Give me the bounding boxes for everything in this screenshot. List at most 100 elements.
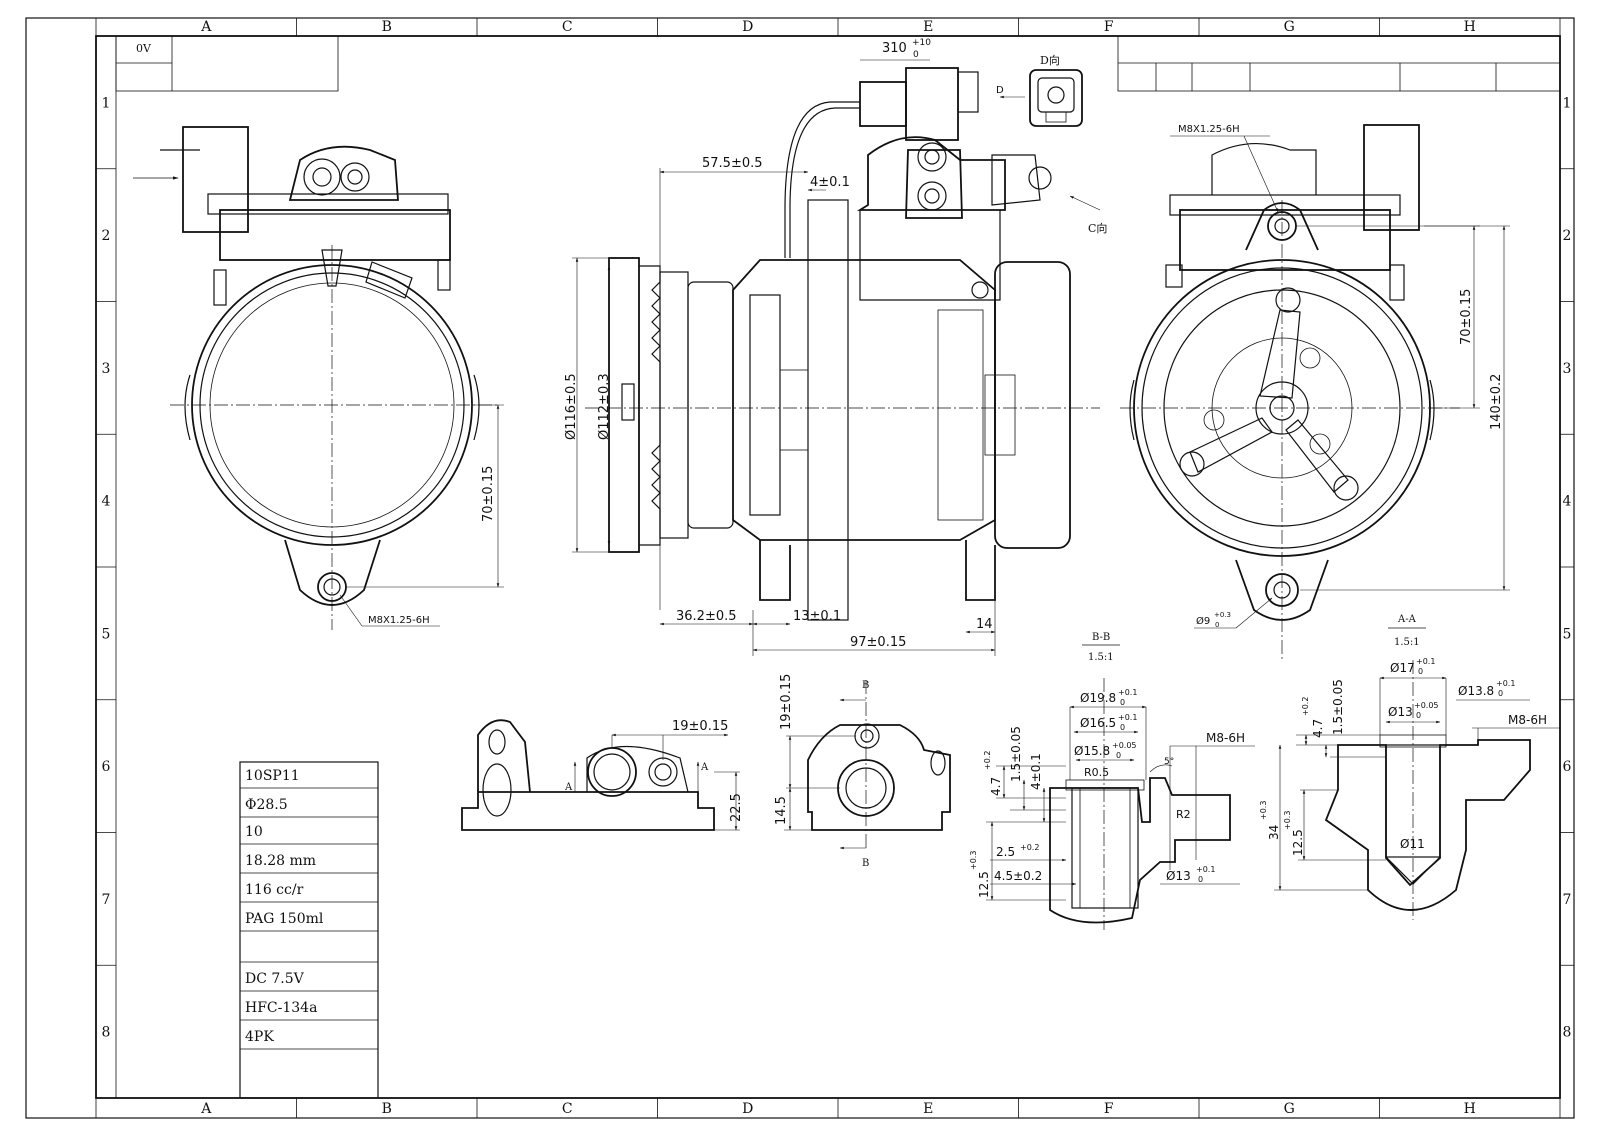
- drawing-frame: [25, 17, 1575, 1119]
- left-zone-label: 2: [102, 228, 111, 244]
- cut-b-bottom: B: [862, 858, 869, 869]
- aa-dia-11: Ø11: [1400, 837, 1425, 851]
- cut-b-top: B: [862, 680, 869, 691]
- aa-v-12-5: 12.5: [1291, 829, 1305, 856]
- aa-v-34-tol: +0.3: [1259, 801, 1268, 820]
- view-d-arrow-label: D: [996, 85, 1004, 96]
- bb-v-4-7: 4.7: [989, 777, 1003, 796]
- aa-dia-13-tol-low: 0: [1416, 711, 1421, 720]
- top-zone-label: G: [1284, 19, 1295, 35]
- bb-dia-19-8-tol: +0.1: [1118, 688, 1137, 697]
- aa-dia-17: Ø17: [1390, 661, 1415, 675]
- top-zone-label: F: [1104, 19, 1114, 35]
- section-aa: A-A 1.5:1 Ø17 +0.1 0 Ø13.8 +0.1 0 Ø13 +0…: [1259, 614, 1560, 920]
- top-zone-label: B: [382, 19, 392, 35]
- top-zone-label: A: [200, 19, 212, 35]
- spec-value: DC 7.5V: [245, 971, 305, 987]
- left-zone-label: 5: [102, 626, 111, 642]
- right-zone-label: 8: [1563, 1025, 1572, 1041]
- bb-dia-15-8-tol-low: 0: [1116, 751, 1121, 760]
- right-view-bore: Ø9: [1196, 615, 1210, 627]
- left-view-dim-70: 70±0.15: [481, 466, 496, 522]
- head-front-dim-19: 19±0.15: [779, 674, 794, 730]
- head-plan-view: A A 19±0.15 22.5: [461, 719, 744, 831]
- dim-dia-112: Ø112±0.3: [597, 373, 612, 440]
- head-front-view: B B 19±0.15 14.5: [774, 674, 951, 869]
- section-aa-scale: 1.5:1: [1394, 637, 1420, 648]
- spec-value: 18.28 mm: [245, 853, 316, 869]
- bb-dia-19-8: Ø19.8: [1080, 691, 1116, 705]
- left-view-thread: M8X1.25-6H: [368, 615, 430, 626]
- side-view: D C向 310 +10 0 57.5±0.5 4±0.1 Ø116±0.5 Ø…: [564, 38, 1107, 656]
- left-end-view: 70±0.15 M8X1.25-6H: [133, 126, 504, 630]
- left-zone-label: 6: [102, 759, 111, 775]
- spec-value: 4PK: [245, 1029, 274, 1045]
- right-zone-label: 3: [1563, 361, 1572, 377]
- aa-v-12-5-tol: +0.3: [1283, 811, 1292, 830]
- spec-value: 10: [245, 824, 263, 840]
- bb-dia-16-5: Ø16.5: [1080, 716, 1116, 730]
- view-d-label: D向: [1040, 53, 1060, 67]
- bottom-zone-label: F: [1104, 1101, 1114, 1117]
- left-zone-label: 8: [102, 1025, 111, 1041]
- dim-dia-116: Ø116±0.5: [564, 373, 579, 440]
- top-zone-label: E: [923, 19, 933, 35]
- section-bb-scale: 1.5:1: [1088, 652, 1114, 663]
- cut-a-left: A: [564, 782, 573, 793]
- top-zone-label: H: [1464, 19, 1476, 35]
- bb-dia-19-8-tol-low: 0: [1120, 698, 1125, 707]
- bb-r-2: R2: [1176, 808, 1191, 821]
- bb-h-2-5: 2.5: [996, 845, 1015, 859]
- right-view-thread: M8X1.25-6H: [1178, 124, 1240, 135]
- aa-dia-17-tol-low: 0: [1418, 667, 1423, 676]
- bottom-zone-label: E: [923, 1101, 933, 1117]
- bb-v-4-7-tol: +0.2: [983, 751, 992, 770]
- spec-value: HFC-134a: [245, 1000, 317, 1016]
- bottom-zone-label: C: [562, 1101, 573, 1117]
- lead-length: 310: [882, 41, 907, 56]
- revision-block: 0V: [115, 35, 339, 92]
- top-zone-label: C: [562, 19, 573, 35]
- right-zone-label: 4: [1563, 494, 1572, 510]
- aa-dia-13-tol: +0.05: [1414, 701, 1439, 710]
- dim-36-2: 36.2±0.5: [676, 609, 737, 624]
- right-view-dim-140: 140±0.2: [1489, 374, 1504, 430]
- left-zone-label: 3: [102, 361, 111, 377]
- bottom-zone-label: A: [200, 1101, 212, 1117]
- left-zone-label: 4: [102, 494, 111, 510]
- section-bb: B-B 1.5:1 Ø19.8 +0.1 0 Ø16.5 +0.1 0 Ø15.…: [969, 632, 1255, 930]
- left-zone-label: 7: [102, 892, 111, 908]
- aa-dia-13-8-tol: +0.1: [1496, 679, 1515, 688]
- dim-97: 97±0.15: [850, 635, 906, 650]
- bottom-zone-label: G: [1284, 1101, 1295, 1117]
- spec-value: Φ28.5: [245, 797, 288, 813]
- aa-thread: M8-6H: [1508, 713, 1547, 727]
- bb-dia-15-8-tol: +0.05: [1112, 741, 1137, 750]
- dim-4: 4±0.1: [810, 175, 850, 190]
- change-record-table: [1117, 35, 1561, 92]
- right-view-dim-70: 70±0.15: [1459, 289, 1474, 345]
- bb-dia-16-5-tol: +0.1: [1118, 713, 1137, 722]
- bb-h-2-5-tol: +0.2: [1020, 843, 1039, 852]
- view-c-label: C向: [1088, 221, 1107, 235]
- spec-value: PAG 150ml: [245, 911, 324, 927]
- spec-value: 116 cc/r: [245, 882, 304, 898]
- view-d-connector: D向: [1029, 53, 1083, 127]
- lead-tol-lower: 0: [913, 50, 919, 60]
- right-view-bore-tol-lower: 0: [1215, 621, 1219, 629]
- bb-v-12-5-tol: +0.3: [969, 851, 978, 870]
- aa-dia-13: Ø13: [1388, 705, 1413, 719]
- bb-angle: 5°: [1164, 757, 1174, 767]
- bb-dia-15-8: Ø15.8: [1074, 744, 1110, 758]
- aa-dia-13-8-tol-low: 0: [1498, 689, 1503, 698]
- bottom-zone-label: D: [742, 1101, 753, 1117]
- right-zone-label: 1: [1563, 95, 1572, 111]
- dim-57-5: 57.5±0.5: [702, 156, 763, 171]
- aa-v-4-7-tol: +0.2: [1301, 697, 1310, 716]
- right-zone-label: 2: [1563, 228, 1572, 244]
- right-view-bore-tol-upper: +0.3: [1214, 611, 1231, 619]
- revision-label: 0V: [136, 42, 152, 55]
- top-zone-label: D: [742, 19, 753, 35]
